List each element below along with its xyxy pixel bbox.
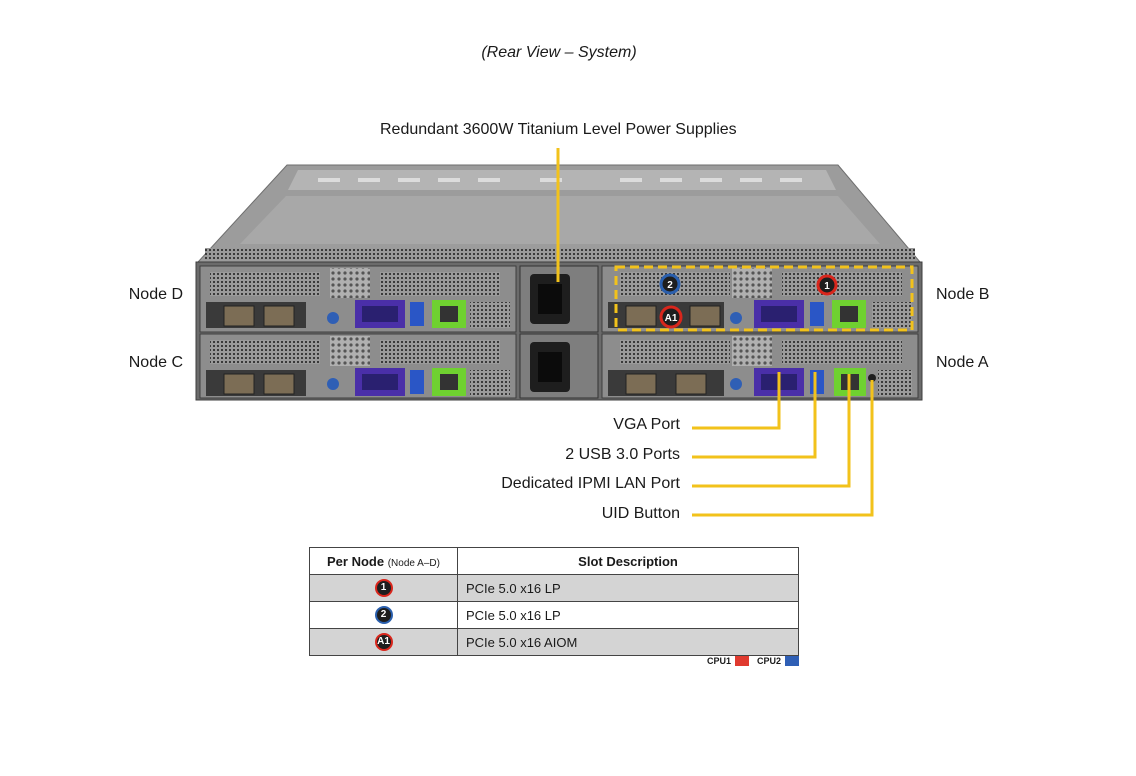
node-d-label: Node D [128, 286, 183, 303]
legend-cpu1-label: CPU1 [707, 656, 732, 666]
slot-badge-a1: A1 [659, 305, 683, 329]
cpu-legend: CPU1 CPU2 [707, 656, 800, 666]
legend-cpu1-swatch [735, 656, 750, 666]
badge-1-text: 1 [824, 281, 830, 292]
badge-a1-text: A1 [665, 313, 678, 324]
slot-badge-icon: 1 [374, 579, 393, 597]
node-b-slot-highlight [614, 265, 914, 332]
slot-badge-icon: A1 [374, 633, 393, 651]
node-c-label: Node C [128, 354, 183, 371]
power-supplies [519, 265, 599, 399]
legend-cpu2-swatch [785, 656, 800, 666]
callout-lines [556, 148, 874, 517]
node-b-module [601, 265, 919, 333]
per-node-header-text: Per Node [327, 553, 385, 569]
slot-description-table: Per Node (Node A–D) Slot Description 1 P… [309, 547, 799, 656]
slot-description: PCIe 5.0 x16 AIOM [457, 628, 799, 656]
psu-label: Redundant 3600W Titanium Level Power Sup… [380, 121, 737, 138]
uid-button-label: UID Button [601, 505, 680, 522]
table-header-slot-description: Slot Description [457, 547, 799, 575]
table-row: 2 PCIe 5.0 x16 LP [309, 601, 799, 629]
slot-description: PCIe 5.0 x16 LP [457, 574, 799, 602]
table-header-per-node: Per Node (Node A–D) [309, 547, 458, 575]
slot-badge-2: 2 [659, 273, 681, 295]
node-a-label: Node A [936, 354, 989, 371]
vga-port-label: VGA Port [613, 416, 680, 433]
usb-ports-label: 2 USB 3.0 Ports [565, 446, 680, 463]
node-b-label: Node B [936, 286, 990, 303]
ipmi-lan-port-label: Dedicated IPMI LAN Port [501, 475, 680, 492]
per-node-header-sub: (Node A–D) [387, 557, 440, 569]
slot-badge-icon: 2 [374, 606, 393, 624]
node-c-module [199, 333, 517, 399]
slot-description: PCIe 5.0 x16 LP [457, 601, 799, 629]
legend-cpu2-label: CPU2 [757, 656, 782, 666]
diagram-caption: (Rear View – System) [481, 44, 637, 61]
node-d-module [199, 265, 517, 333]
slot-badge-1: 1 [816, 274, 838, 296]
table-row: 1 PCIe 5.0 x16 LP [309, 574, 799, 602]
badge-2-text: 2 [667, 280, 673, 291]
table-row: A1 PCIe 5.0 x16 AIOM [309, 628, 799, 656]
